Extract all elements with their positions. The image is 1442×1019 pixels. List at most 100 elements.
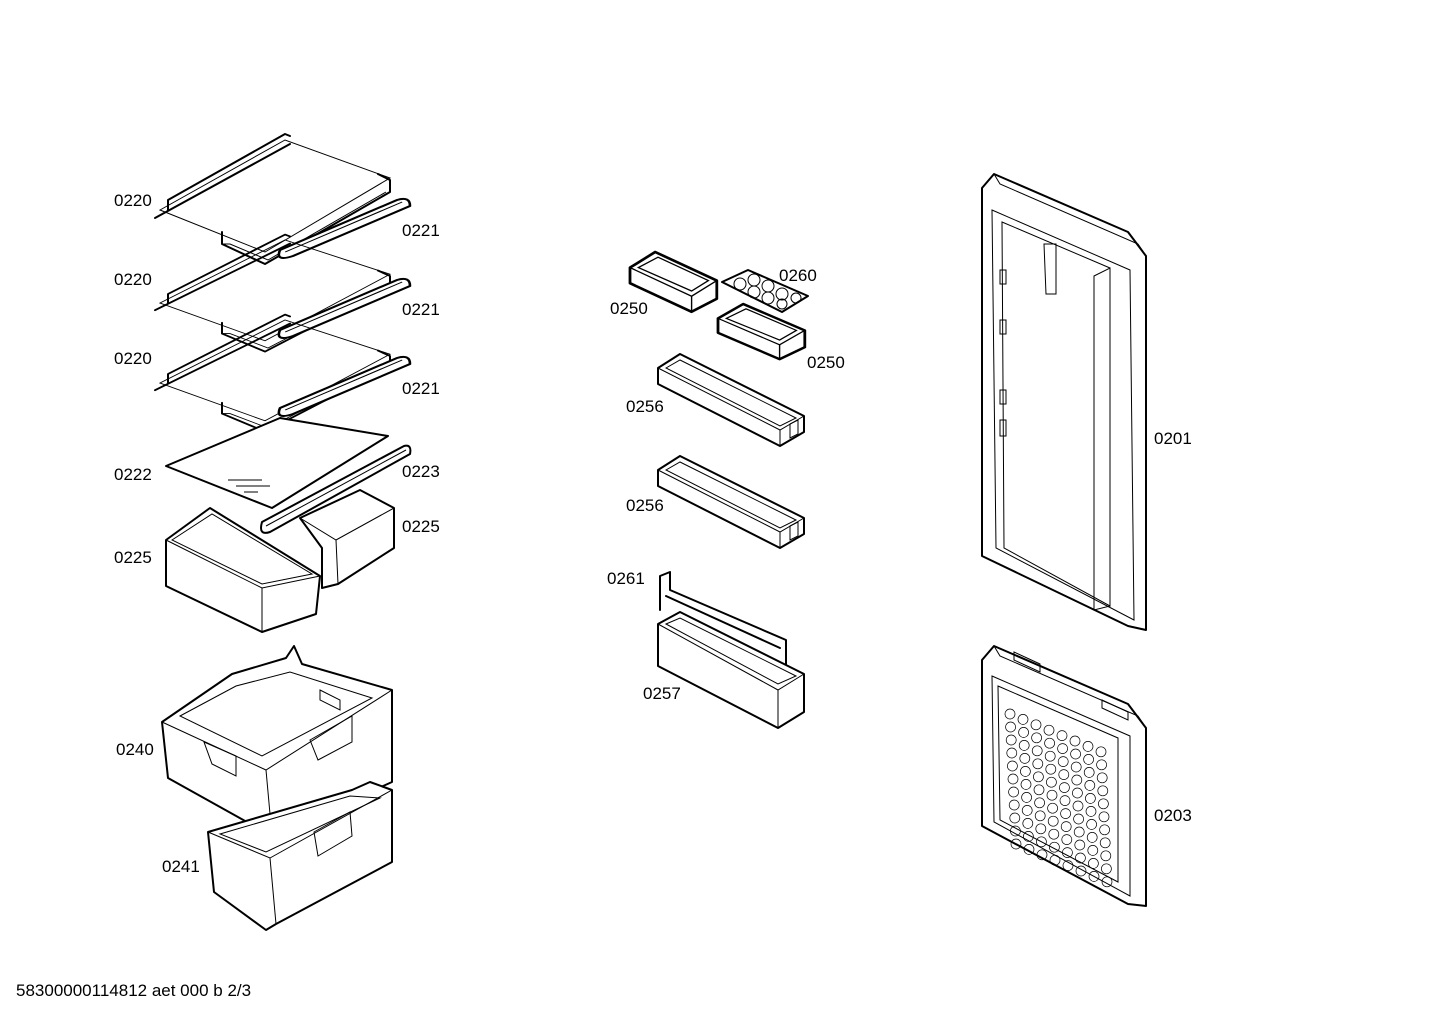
label-0240: 0240 xyxy=(116,740,154,759)
freezer-drawer-0240 xyxy=(161,645,393,837)
vegetable-drawer-0225-small xyxy=(299,489,395,589)
dimple xyxy=(1073,813,1084,825)
dimple xyxy=(1044,737,1055,749)
door-shelf-0250-bottom xyxy=(716,302,807,361)
dimple xyxy=(1043,724,1055,736)
wire-shelf-0220-bottom xyxy=(154,313,391,433)
dimple xyxy=(1098,811,1110,823)
dimple xyxy=(1020,766,1031,777)
freezer-drawer-0241 xyxy=(207,781,393,931)
dimple xyxy=(1085,806,1097,817)
door-bin-0256-top xyxy=(657,353,805,447)
label-0222: 0222 xyxy=(114,465,152,484)
dimple xyxy=(1075,852,1086,864)
shelf-trim-0221-bottom xyxy=(277,355,412,418)
label-0221-top: 0221 xyxy=(402,221,440,240)
dimple xyxy=(1036,836,1047,848)
egg-tray-0260 xyxy=(721,269,809,313)
dimple xyxy=(1045,763,1057,775)
label-0201: 0201 xyxy=(1154,429,1192,448)
label-0221-middle: 0221 xyxy=(402,300,440,319)
dimple xyxy=(1074,839,1086,851)
dimple xyxy=(1072,787,1083,799)
dimple xyxy=(1030,719,1042,731)
dimple xyxy=(1009,812,1021,824)
dimple xyxy=(1006,747,1018,759)
dimple xyxy=(1008,799,1020,811)
dimple xyxy=(1022,818,1034,829)
dimple xyxy=(1069,735,1081,747)
dimple xyxy=(1070,761,1082,773)
dimple xyxy=(1023,844,1035,855)
label-0250-top: 0250 xyxy=(610,299,648,318)
dimple xyxy=(1099,824,1110,836)
dimple xyxy=(1070,748,1081,760)
dimple xyxy=(1008,786,1019,798)
dimple xyxy=(1047,815,1059,827)
dimple xyxy=(1060,808,1071,819)
dimple xyxy=(1034,797,1045,809)
label-0256-top: 0256 xyxy=(626,397,664,416)
dimple xyxy=(1049,854,1061,866)
dimple xyxy=(1046,776,1057,788)
dimple xyxy=(1031,745,1043,757)
dimple xyxy=(1062,847,1073,858)
dimple xyxy=(1035,823,1047,835)
dimple xyxy=(1101,863,1112,875)
dimple xyxy=(1004,708,1016,720)
bottle-retainer-0261 xyxy=(659,571,787,673)
dimple xyxy=(1047,802,1058,814)
dimple xyxy=(1071,774,1083,786)
dimple xyxy=(1049,841,1060,853)
dimple xyxy=(1097,785,1109,797)
label-0241: 0241 xyxy=(162,857,200,876)
dimple xyxy=(1087,845,1099,856)
dimple xyxy=(1059,795,1071,806)
dimple xyxy=(1033,771,1044,783)
dimple xyxy=(1033,784,1045,796)
dimple xyxy=(1075,865,1087,877)
dimple xyxy=(1099,837,1111,849)
dimple xyxy=(1017,714,1029,725)
label-0257: 0257 xyxy=(643,684,681,703)
dimple xyxy=(1095,746,1107,758)
dimple xyxy=(1058,769,1070,780)
dimple xyxy=(1018,740,1030,751)
dimple xyxy=(1088,871,1100,882)
dimple xyxy=(1073,826,1085,838)
vegetable-drawer-0225-large xyxy=(165,507,321,633)
dimple xyxy=(1061,834,1073,845)
refrigerator-door-0201 xyxy=(981,173,1147,631)
dimple xyxy=(1096,759,1107,771)
dimple xyxy=(1046,789,1058,801)
dimple xyxy=(1060,821,1072,832)
dimple xyxy=(1005,721,1016,733)
label-0260: 0260 xyxy=(779,266,817,285)
dimple xyxy=(1101,876,1113,888)
dimple xyxy=(1083,754,1094,765)
dimple xyxy=(1096,772,1108,784)
wire-shelf-0220-top xyxy=(154,133,391,265)
label-0203: 0203 xyxy=(1154,806,1192,825)
label-0225-large: 0225 xyxy=(114,548,152,567)
dimple xyxy=(1032,758,1044,770)
dimple xyxy=(1086,819,1097,830)
door-bin-0256-bottom xyxy=(657,455,805,549)
glass-cover-plate-0222 xyxy=(165,417,389,509)
freezer-door-0203 xyxy=(981,645,1147,907)
dimple xyxy=(1048,828,1060,840)
dimple xyxy=(1005,734,1017,746)
shelf-trim-0221-top xyxy=(277,197,412,260)
dimple xyxy=(1020,779,1032,790)
document-id-footer: 58300000114812 aet 000 b 2/3 xyxy=(16,981,252,1000)
label-0220-bottom: 0220 xyxy=(114,349,152,368)
dimple xyxy=(1019,753,1031,764)
dimple xyxy=(1082,741,1094,752)
front-trim-0223 xyxy=(260,444,412,534)
dimple xyxy=(1098,798,1109,810)
label-0225-small: 0225 xyxy=(402,517,440,536)
dimple xyxy=(1021,805,1033,816)
shelf-trim-0221-middle xyxy=(277,277,412,340)
dimple xyxy=(1036,849,1048,861)
dimple xyxy=(1072,800,1084,812)
